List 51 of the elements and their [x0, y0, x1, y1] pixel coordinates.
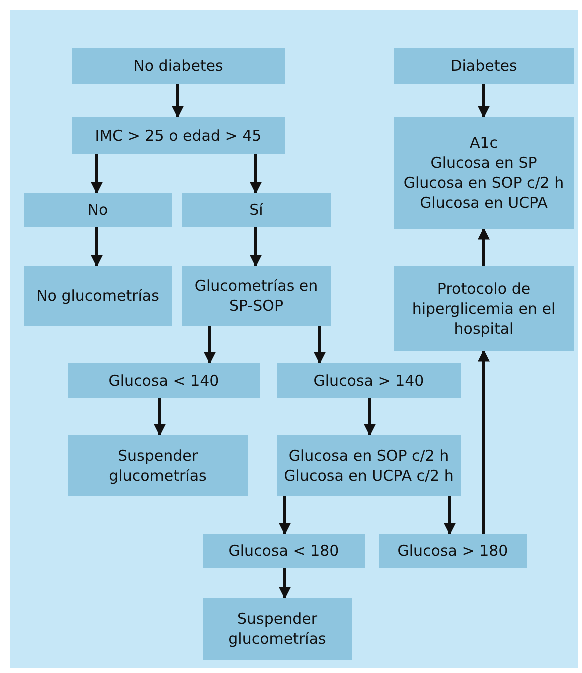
box-text: Glucosa en SP: [430, 153, 538, 173]
box-text: Glucosa < 140: [108, 370, 220, 390]
arrow: [478, 84, 490, 118]
arrow: [250, 227, 262, 268]
process-box: [379, 534, 527, 568]
arrow: [279, 568, 291, 600]
arrow: [250, 154, 262, 194]
process-box: [182, 193, 331, 227]
process-box: [394, 48, 574, 84]
box-text: Diabetes: [450, 56, 518, 76]
process-box: [277, 363, 461, 398]
process-box: [203, 598, 352, 660]
process-box: [68, 363, 260, 398]
arrow: [172, 84, 184, 118]
arrow: [478, 228, 490, 266]
box-text: IMC > 25 o edad > 45: [95, 126, 262, 146]
box-text: Glucosa > 140: [314, 370, 424, 390]
process-box: [203, 534, 365, 568]
box-text: Protocolo de hiperglicemia en el hospital: [411, 278, 557, 338]
box-text: Glucosa < 180: [228, 541, 340, 561]
box-text: Suspender glucometrías: [228, 609, 328, 649]
box-text: No glucometrías: [36, 286, 160, 306]
arrow: [154, 398, 166, 436]
box-text: Glucosa en SOP c/2 h: [288, 446, 450, 466]
box-text: A1c: [470, 133, 498, 153]
process-box: [72, 48, 285, 84]
arrow: [91, 154, 103, 194]
arrow: [279, 496, 291, 536]
arrow: [204, 326, 216, 364]
process-box: [24, 266, 172, 326]
arrow: [91, 227, 103, 268]
box-text: Suspender glucometrías: [108, 446, 208, 486]
process-box: [72, 117, 285, 154]
box-text: Sí: [250, 200, 264, 220]
box-text: Glucometrías en SP-SOP: [194, 276, 320, 316]
arrow: [314, 326, 326, 364]
arrow: [444, 496, 456, 536]
arrow: [364, 398, 376, 436]
process-box: [182, 266, 331, 326]
box-text: Glucosa en UCPA c/2 h: [284, 466, 454, 486]
process-box: [68, 435, 248, 496]
box-text: Glucosa > 180: [398, 541, 508, 561]
box-text: No diabetes: [134, 56, 224, 76]
process-box: [24, 193, 172, 227]
process-box: [277, 435, 461, 496]
box-text: Glucosa en SOP c/2 h: [404, 173, 564, 193]
arrow: [478, 350, 490, 534]
box-text: No: [88, 200, 108, 220]
process-box: [394, 117, 574, 229]
box-text: Glucosa en UCPA: [420, 193, 548, 213]
process-box: [394, 266, 574, 351]
